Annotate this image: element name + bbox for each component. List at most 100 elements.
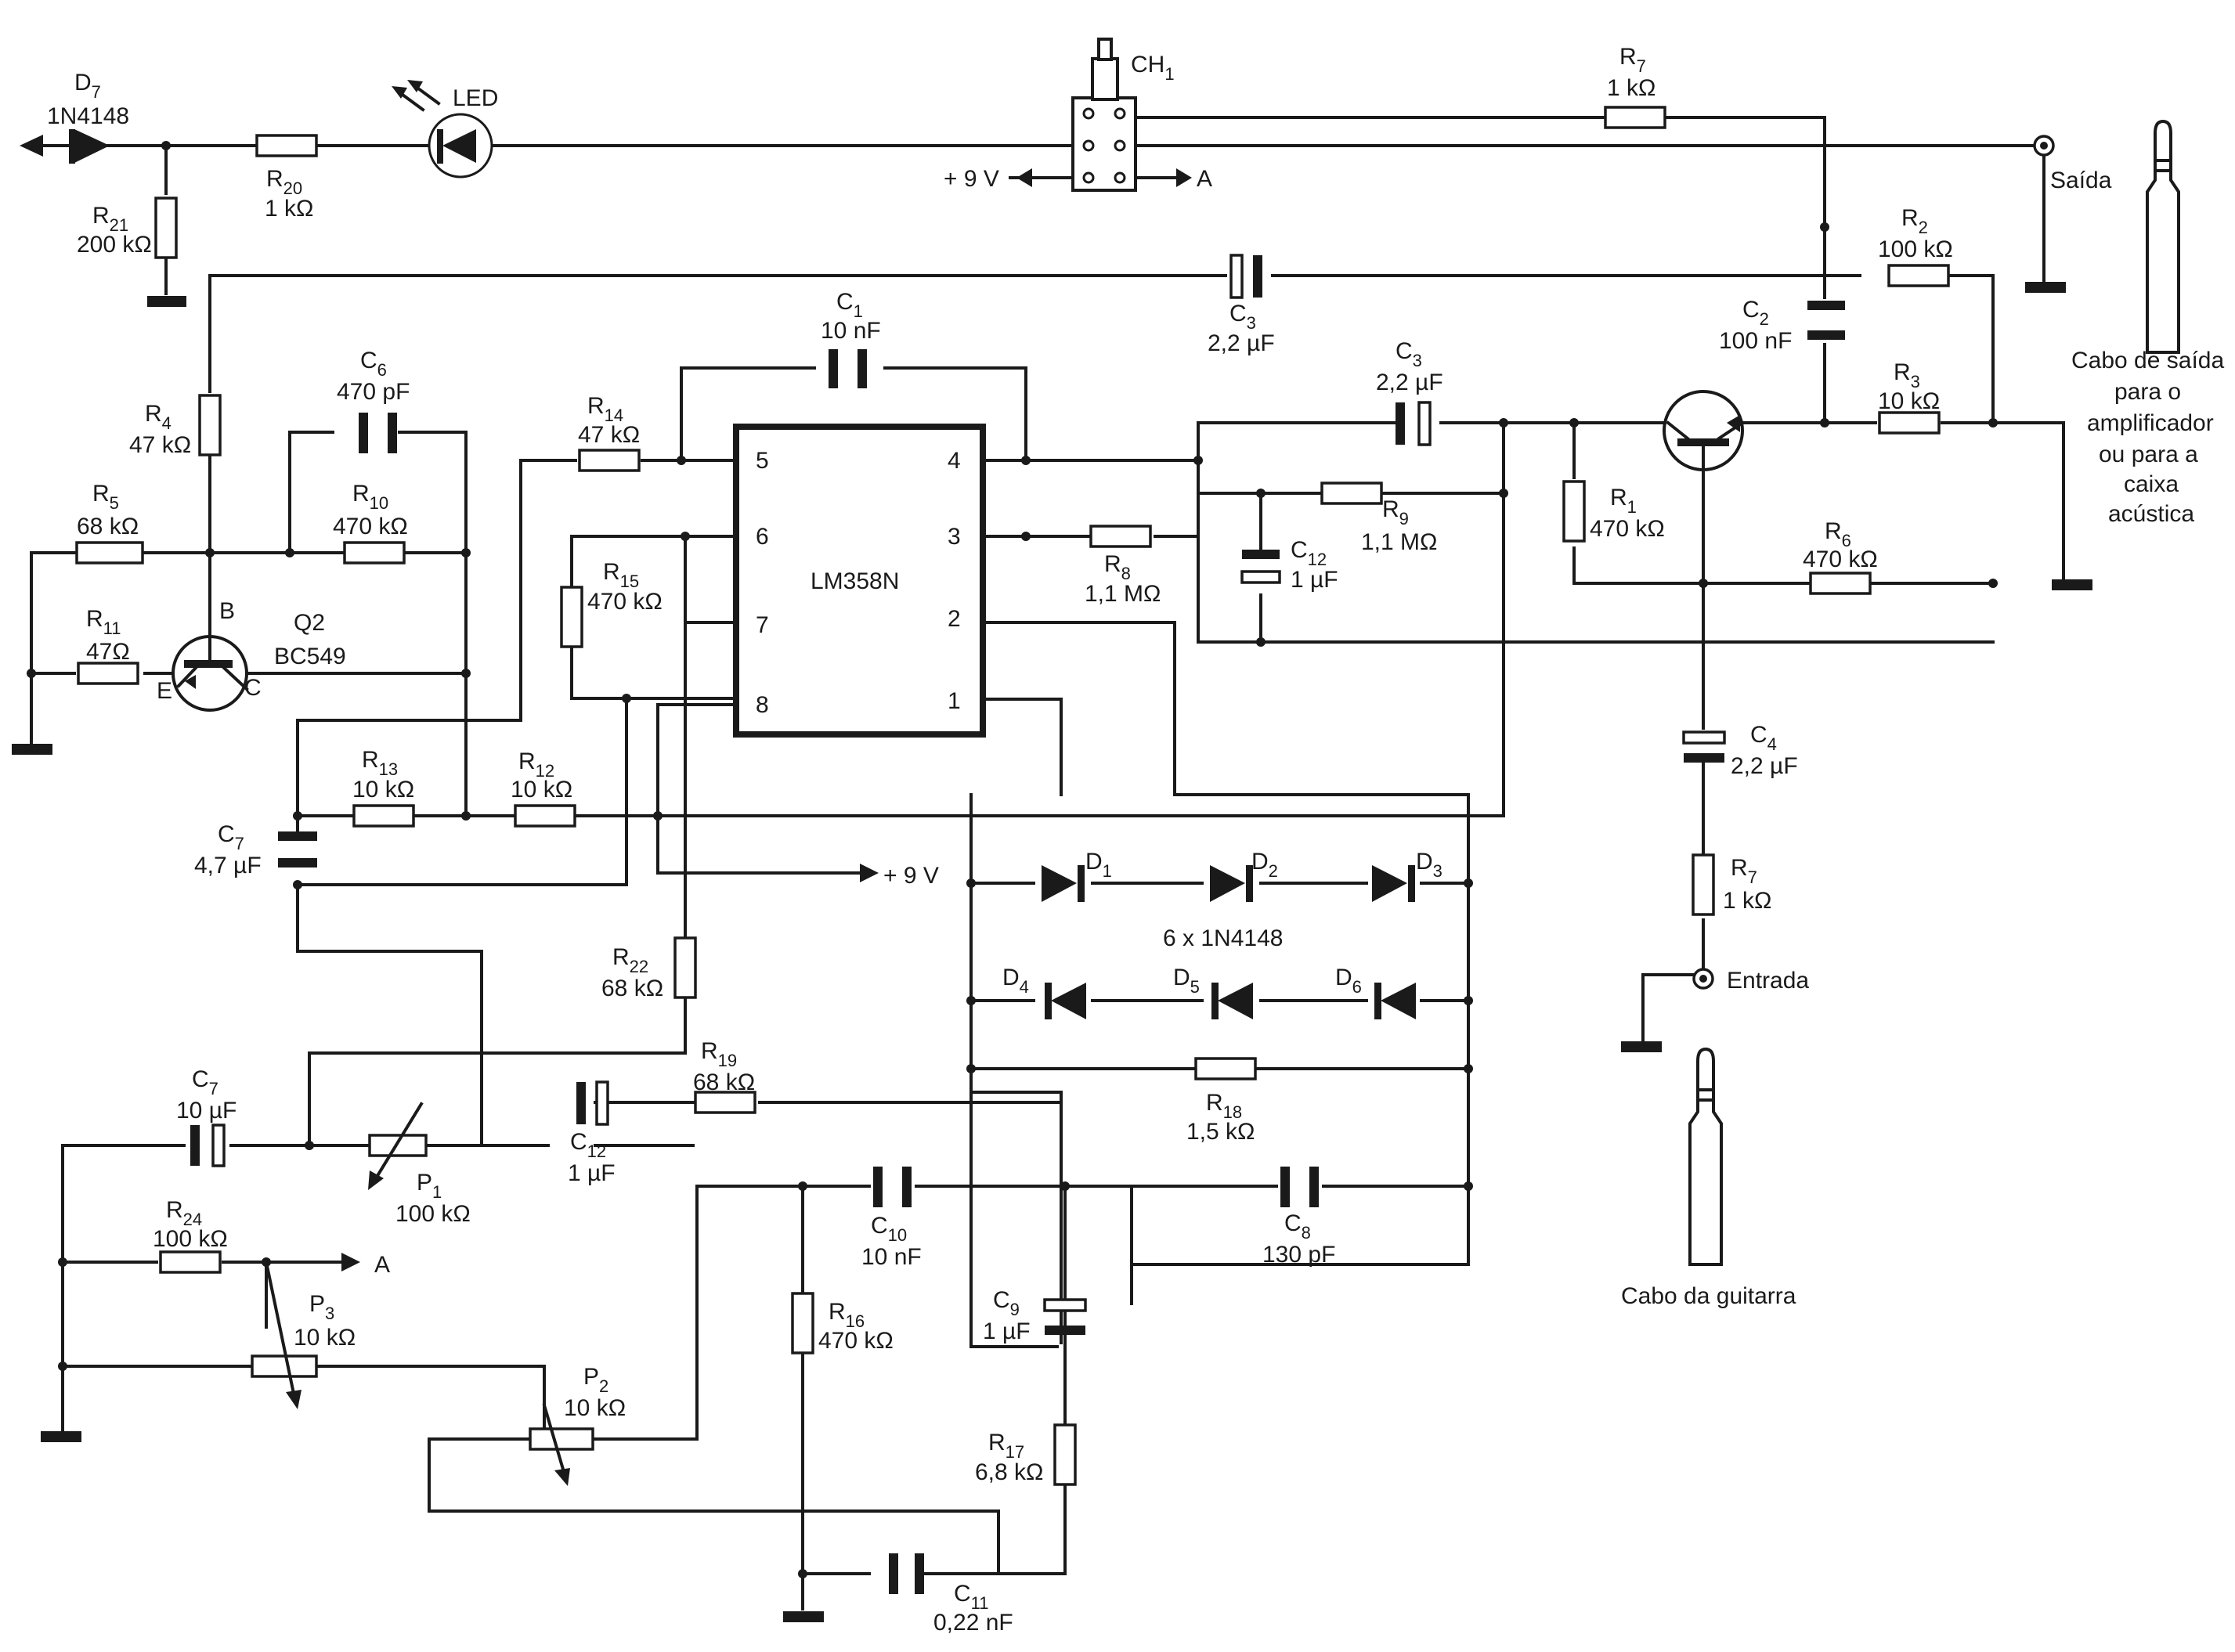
pot-wipers <box>264 1102 570 1486</box>
label-r16-ref: R18 <box>1206 1090 1242 1122</box>
resistor-r13 <box>352 804 415 828</box>
capacitor-c7-4u7 <box>278 831 317 841</box>
label-r6-ref: R6 <box>1825 518 1851 550</box>
switch-ch1 <box>1016 38 1192 192</box>
label-c12b-ref: C12 <box>570 1129 606 1161</box>
arrows <box>265 864 879 1271</box>
ic-pin-2: 2 <box>948 606 961 632</box>
ic-pin-8: 8 <box>756 692 769 718</box>
resistor-r20 <box>255 134 318 157</box>
label-c2-value: 100 nF <box>1719 328 1792 354</box>
resistor-r8 <box>1089 525 1152 548</box>
label-r24-ref: R24 <box>166 1197 202 1229</box>
diodes <box>20 129 1416 1019</box>
label-c3-top-ref: C3 <box>1229 301 1256 333</box>
resistor-r7-top <box>1604 106 1666 129</box>
label-9v-top: + 9 V <box>944 166 999 192</box>
label-cabo-saida-6: acústica <box>2108 501 2194 527</box>
label-a-bottom: A <box>374 1252 390 1278</box>
resistor-r5 <box>75 541 144 564</box>
label-cabo-saida-1: Cabo de saída <box>2071 348 2224 373</box>
resistors <box>75 106 1950 1486</box>
label-r1-ref: R1 <box>1610 485 1637 517</box>
jacks <box>1692 135 2055 990</box>
label-c10-value: 10 nF <box>861 1244 922 1270</box>
label-r13-ref: R13 <box>362 747 398 779</box>
label-cabo-saida-4: ou para a <box>2099 442 2198 467</box>
label-c6-value: 470 pF <box>337 379 410 405</box>
label-d2: D2 <box>1251 849 1278 881</box>
ground-icon <box>783 1611 824 1622</box>
label-r3-ref: R3 <box>1894 359 1920 391</box>
label-p1-value: 100 kΩ <box>395 1201 471 1227</box>
labels: D7 1N4148 LED R20 1 kΩ R21 200 kΩ CH1 + … <box>47 44 2224 1636</box>
ic-pin-6: 6 <box>756 524 769 550</box>
label-c9-value: 1 µF <box>983 1318 1031 1344</box>
label-r7-bottom-value: 1 kΩ <box>1723 888 1771 914</box>
label-c1-value: 10 nF <box>821 318 881 344</box>
label-saida: Saída <box>2050 168 2112 193</box>
label-r12-value: 10 kΩ <box>511 777 572 803</box>
ground-icon <box>2025 282 2066 293</box>
label-r18-value: 470 kΩ <box>818 1328 894 1354</box>
label-r7-top-ref: R7 <box>1619 44 1646 76</box>
label-r20-ref: R20 <box>266 166 302 198</box>
potentiometer-p2 <box>529 1427 594 1451</box>
resistor-r6 <box>1809 572 1872 595</box>
resistor-r1 <box>1562 480 1586 543</box>
potentiometer-p3 <box>251 1354 318 1378</box>
label-q2-type: BC549 <box>274 644 346 669</box>
ic-pin-5: 5 <box>756 448 769 474</box>
label-cabo-saida-5: caixa <box>2124 471 2179 497</box>
label-c10-ref: C10 <box>871 1213 907 1245</box>
label-c7a-value: 4,7 µF <box>194 853 262 878</box>
resistor-r17 <box>1053 1423 1077 1486</box>
label-r4-value: 47 kΩ <box>129 432 191 458</box>
resistor-r4 <box>198 394 222 456</box>
label-d7-ref: D7 <box>74 70 101 102</box>
plugs <box>1688 119 2180 1266</box>
transistor-q2 <box>172 635 249 712</box>
label-r15-value: 470 kΩ <box>587 589 663 615</box>
label-r20-value: 1 kΩ <box>265 196 313 222</box>
label-q2-c: C <box>244 675 262 701</box>
ground-icon <box>41 1431 81 1442</box>
label-p3-value: 10 kΩ <box>294 1325 356 1351</box>
label-r8-value: 1,1 MΩ <box>1085 581 1161 607</box>
resistor-r24 <box>159 1250 222 1274</box>
capacitor-c9 <box>1043 1298 1087 1312</box>
label-c11-ref: C11 <box>954 1581 989 1613</box>
ground-icon <box>12 744 52 755</box>
label-r11-ref: R11 <box>86 606 121 638</box>
label-r12-ref: R12 <box>518 748 554 781</box>
label-r24-value: 100 kΩ <box>153 1226 228 1252</box>
label-c7a-ref: C7 <box>218 821 244 853</box>
label-r21-value: 200 kΩ <box>77 232 152 258</box>
label-r17-value: 6,8 kΩ <box>975 1459 1043 1485</box>
diode-d7 <box>20 129 110 164</box>
label-c1-ref: C1 <box>836 289 863 321</box>
label-r16-value: 1,5 kΩ <box>1186 1119 1255 1145</box>
label-c11-value: 0,22 nF <box>933 1610 1013 1636</box>
capacitor-c12-bottom <box>576 1082 586 1124</box>
label-r11-value: 47Ω <box>86 639 130 665</box>
label-d1: D1 <box>1085 849 1112 881</box>
label-d4: D4 <box>1002 965 1029 997</box>
label-p2-ref: P2 <box>583 1364 608 1396</box>
grounds <box>12 144 2092 1622</box>
resistor-r18 <box>791 1292 814 1354</box>
label-c6-ref: C6 <box>360 348 387 380</box>
label-c2-ref: C2 <box>1742 297 1769 329</box>
capacitor-c10 <box>873 1167 883 1207</box>
resistor-r9 <box>1320 482 1383 505</box>
capacitor-c11 <box>889 1553 898 1594</box>
label-c12-top-value: 1 µF <box>1291 567 1338 593</box>
label-c7b-ref: C7 <box>192 1066 218 1098</box>
capacitor-c1 <box>829 349 838 388</box>
capacitor-c12-top <box>1242 550 1280 559</box>
label-c8-ref: C8 <box>1284 1210 1311 1243</box>
label-q2-ref: Q2 <box>294 610 325 636</box>
label-r14-ref: R14 <box>587 393 623 425</box>
ic-pin-3: 3 <box>948 524 961 550</box>
label-r7-bottom-ref: R7 <box>1731 855 1757 887</box>
